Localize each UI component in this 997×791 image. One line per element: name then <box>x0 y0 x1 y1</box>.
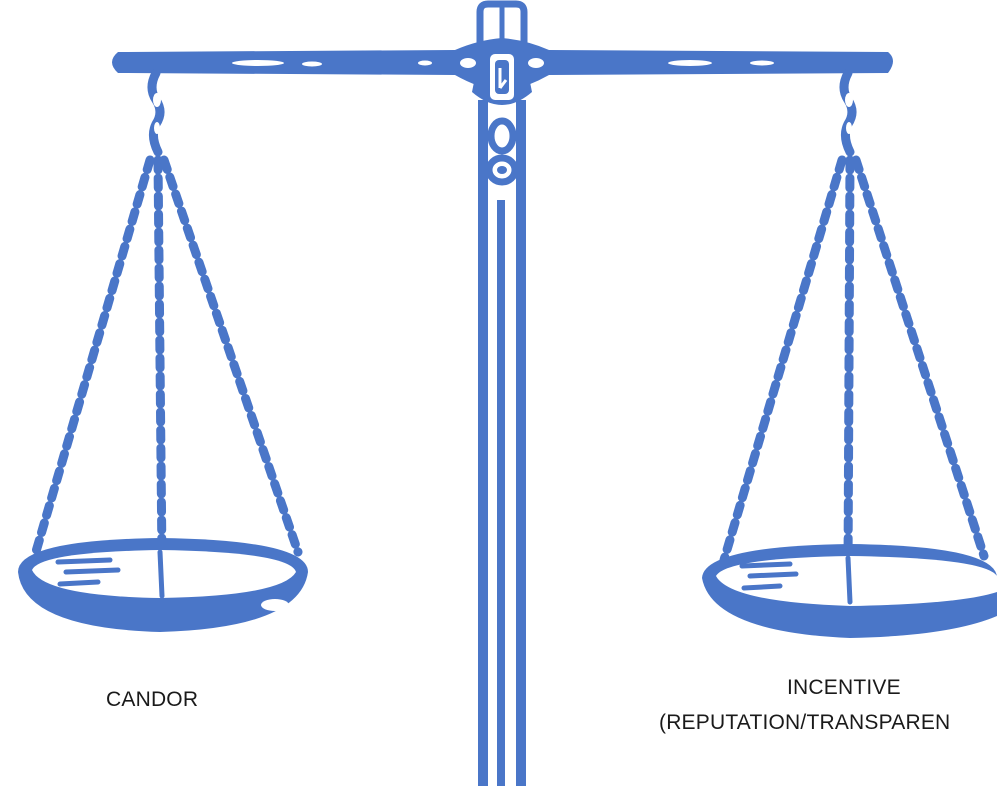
right-chain-mid <box>843 155 855 573</box>
right-hook <box>839 68 857 157</box>
beam-highlights <box>232 58 774 68</box>
pillar <box>478 100 526 786</box>
right-chain-outer <box>719 155 847 565</box>
left-pan-assembly <box>18 68 308 632</box>
incentive-label: INCENTIVE <box>787 676 901 699</box>
right-chain-right <box>851 155 989 561</box>
candor-label: CANDOR <box>106 688 199 711</box>
right-pan-assembly <box>702 68 997 638</box>
left-chain-outer <box>30 155 155 560</box>
left-chain-right <box>159 155 303 557</box>
reputation-transparency-label: (REPUTATION/TRANSPAREN <box>659 711 951 734</box>
left-hook <box>147 68 165 157</box>
left-chain-mid <box>153 155 167 565</box>
